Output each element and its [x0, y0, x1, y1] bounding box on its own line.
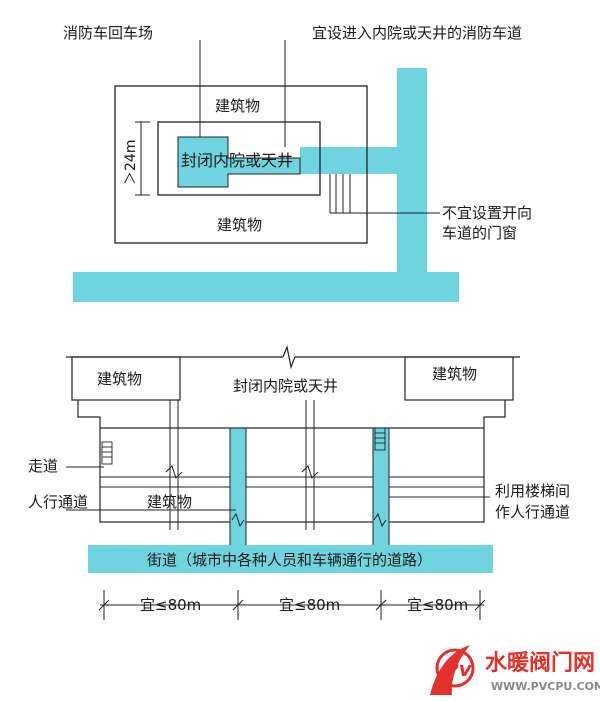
watermark-name: 水暖阀门网 — [485, 650, 595, 676]
top-plan — [73, 40, 459, 302]
vertical-fire-lane — [397, 68, 427, 302]
courtyard-dividers — [169, 400, 315, 530]
courtyard-outline — [157, 121, 321, 196]
courtyard-access-lane — [300, 147, 427, 174]
spacing-label-2: 宜≤80m — [279, 596, 340, 614]
courtyard-label-top: 封闭内院或天井 — [181, 151, 293, 170]
building-left-label: 建筑物 — [97, 370, 142, 388]
break-marks — [165, 465, 387, 528]
outer-building-outline — [114, 85, 368, 244]
main-road-top — [73, 272, 459, 302]
lower-building-block — [99, 427, 485, 523]
stair-label-line1: 利用楼梯间 — [495, 482, 570, 500]
building-label-top: 建筑物 — [215, 97, 260, 115]
watermark-logo-icon: Pv — [430, 645, 475, 695]
dimension-label: ＞24m — [123, 140, 139, 185]
street-band — [88, 545, 493, 573]
turnaround-label: 消防车回车场 — [63, 24, 153, 42]
bottom-leaders — [66, 466, 490, 511]
building-label-bottom: 建筑物 — [217, 216, 262, 234]
spacing-label-1: 宜≤80m — [140, 596, 201, 614]
building-right-label: 建筑物 — [432, 365, 477, 383]
lane-label: 宜设进入内院或天井的消防车道 — [312, 24, 522, 42]
spacing-dimension — [98, 590, 486, 620]
corridor-label: 走道 — [28, 457, 58, 475]
courtyard-outline-bottom — [77, 400, 506, 428]
stair-right-icon — [374, 427, 386, 451]
turnaround-area — [177, 136, 301, 188]
svg-text:Pv: Pv — [444, 657, 473, 681]
bottom-plan — [66, 344, 520, 620]
building-center-label: 建筑物 — [147, 493, 192, 511]
watermark: Pv 水暖阀门网 WWW.PVCPU.COM — [430, 645, 600, 695]
pedestrian-passage-label: 人行通道 — [28, 493, 88, 511]
no-openings-label-line2: 车道的门窗 — [442, 224, 517, 242]
building-right-rect — [404, 356, 514, 401]
watermark-url: WWW.PVCPU.COM — [491, 680, 600, 693]
street-label: 街道（城市中各种人员和车辆通行的道路） — [147, 551, 432, 569]
top-leaders — [199, 40, 440, 214]
no-openings-label-line1: 不宜设置开向 — [442, 204, 532, 222]
stair-left-icon — [101, 441, 113, 465]
stair-label-line2: 作人行通道 — [495, 503, 570, 521]
building-left-rect — [71, 356, 181, 401]
courtyard-label-bottom: 封闭内院或天井 — [233, 377, 338, 395]
dimension-24m — [135, 121, 150, 196]
passage-left — [229, 427, 247, 547]
spacing-label-3: 宜≤80m — [407, 596, 468, 614]
opening-hatch — [329, 174, 351, 214]
